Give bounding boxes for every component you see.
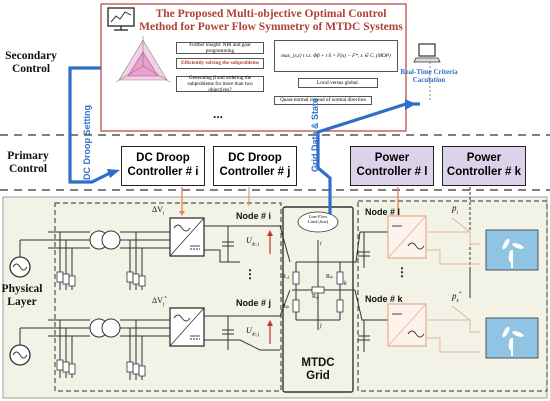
- ac-source-lower: [9, 327, 48, 366]
- grid-data-state-label: Grid Data & State: [310, 97, 320, 172]
- physical-layer-label: Physical Layer: [1, 283, 43, 309]
- udc-j-label: Udc,j: [246, 326, 260, 338]
- converter-l: [387, 215, 427, 259]
- laptop-icon: [413, 43, 441, 63]
- delta-v-j-label: ΔVj*: [152, 296, 167, 308]
- converter-k: [387, 303, 427, 347]
- node-l-label: Node # l: [365, 207, 401, 217]
- dc-bus-left: [204, 225, 291, 351]
- subpanel-nbi: Further insight: NBI and goal programmin…: [176, 42, 264, 54]
- udc-j-text: U: [246, 326, 252, 335]
- computer-monitor-icon: [107, 7, 135, 31]
- dc-droop-setting-label: DC Droop Setting: [82, 105, 92, 180]
- dc-bus-right: [340, 231, 388, 352]
- wind-feeders: [426, 217, 480, 353]
- controller-i-id: Controller # i: [127, 166, 199, 178]
- subpanel-quasi-normal: Quasi-normal instead of normal direction: [274, 96, 372, 105]
- mtdc-node-j: j: [320, 323, 322, 329]
- resistor-label-3: Rᵢⱼ: [312, 294, 319, 300]
- wind-turbine-k: [485, 317, 539, 359]
- converter-i: [169, 217, 205, 257]
- mtdc-node-k: k: [344, 281, 347, 287]
- panel-title-line2: Method for Power Flow Symmetry of MTDC S…: [139, 21, 403, 34]
- primary-control-label: Primary Control: [7, 150, 49, 176]
- right-vdots: ⋮: [396, 265, 408, 279]
- panel-title-line1: The Proposed Multi-objective Optimal Con…: [155, 8, 387, 20]
- droop-setting-arrow: [68, 66, 113, 184]
- converter-j: [169, 307, 205, 347]
- wind-turbine-l: [485, 229, 539, 271]
- controller-j-id: Controller # j: [219, 166, 291, 178]
- line-flow-label: Line Flow Line(i,line): [307, 214, 329, 225]
- node-i-label: Node # i: [236, 211, 272, 221]
- node-j-label: Node # j: [236, 298, 272, 308]
- controller-l-id: Controller # l: [356, 166, 428, 178]
- p-k-text: p: [452, 291, 457, 301]
- wind-side-box: [357, 200, 548, 392]
- delta-v-i-label: ΔVi: [152, 205, 165, 217]
- filter-resistors: [56, 271, 146, 377]
- radar-chart-icon: [115, 36, 171, 83]
- grid-state-arrowhead: [405, 99, 416, 110]
- delta-v-i-text: ΔV: [152, 205, 163, 214]
- ac-source-upper: [9, 239, 48, 278]
- p-l-text: p: [452, 203, 457, 213]
- controller-k-id: Controller # k: [446, 166, 522, 178]
- mop-formula: max_{x,t} t s.t. Φβ + t n̂ = F(x) − F*, …: [274, 40, 398, 72]
- p-k-label: pk*: [452, 291, 462, 304]
- resistor-label-1: R₁ⱼ: [282, 274, 290, 280]
- delta-v-j-text: ΔV: [152, 296, 163, 305]
- line-flow-bubble: [297, 211, 339, 233]
- realtime-criteria-label: Real-Time Criteria Caculation: [400, 68, 458, 85]
- p-l-label: pl: [452, 203, 458, 216]
- panel-ellipsis: ...: [212, 107, 223, 121]
- controller-i-title: DC Droop: [136, 152, 190, 165]
- panel-title: The Proposed Multi-objective Optimal Con…: [137, 8, 405, 34]
- resistor-label-4: Rⱼₖ: [282, 304, 290, 310]
- subpanel-beta: Generating β and ordering the subproblem…: [176, 75, 264, 93]
- resistor-label-2: Rᵢₖ: [326, 274, 334, 280]
- subpanel-efficiency: Efficiently solving the subproblems: [176, 58, 264, 69]
- udc-i-label: Udc,i: [246, 236, 260, 248]
- mtdc-resistors: [292, 271, 344, 313]
- droop-setting-arrowhead: [107, 169, 120, 178]
- udc-i-text: U: [246, 236, 252, 245]
- ac-side-box: [54, 202, 282, 392]
- controller-l-title: Power: [374, 152, 410, 165]
- physical-layer-bg: [2, 196, 548, 399]
- left-vdots: ⋮: [244, 267, 256, 281]
- secondary-control-label: Secondary Control: [5, 50, 57, 76]
- subpanel-local-global: Local versus global.: [298, 78, 378, 88]
- ac-feeder-lower: [48, 318, 170, 380]
- node-k-label: Node # k: [365, 294, 403, 304]
- controller-j-title: DC Droop: [228, 152, 282, 165]
- mtdc-grid-label: MTDC Grid: [301, 357, 335, 383]
- controller-k-title: Power: [466, 152, 502, 165]
- mtdc-node-i: i: [320, 241, 322, 247]
